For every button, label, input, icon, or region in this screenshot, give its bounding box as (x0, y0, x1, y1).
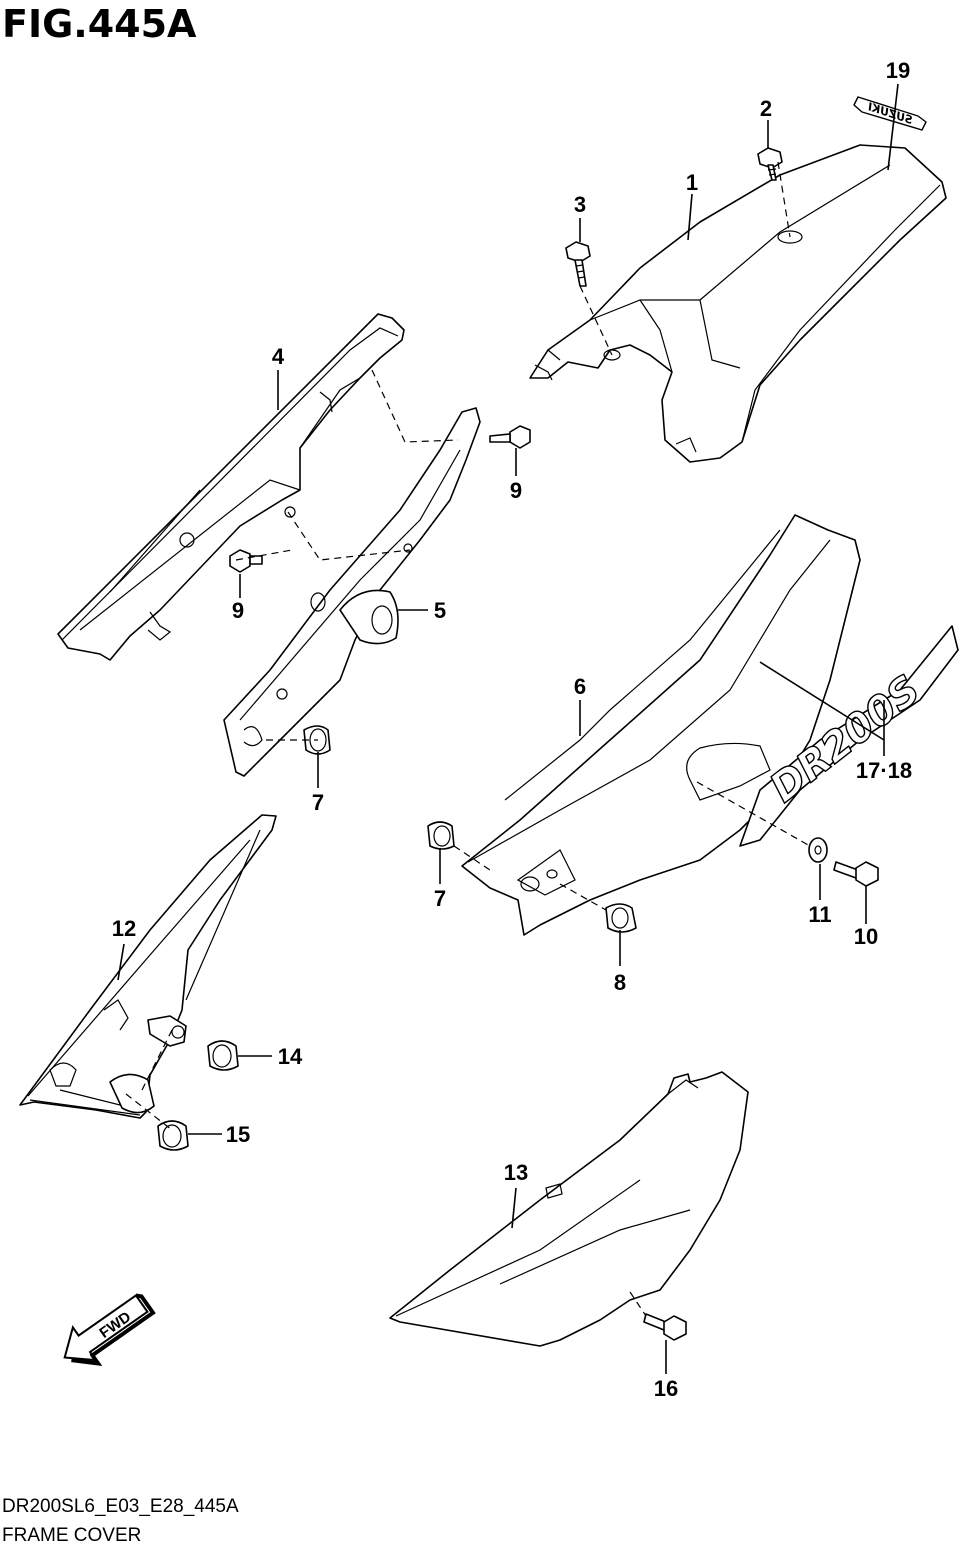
part-13-side-panel (389, 1071, 749, 1347)
part-8-grommet (605, 903, 637, 933)
callout-19: 19 (886, 58, 910, 83)
part-10-bolt (833, 861, 879, 887)
callout-14: 14 (278, 1044, 303, 1069)
part-6-side-cover (461, 514, 861, 936)
callout-8: 8 (614, 970, 626, 995)
figure-name: FRAME COVER (2, 1525, 142, 1546)
callout-9-left: 9 (232, 598, 244, 623)
callout-labels: 1 2 3 4 5 6 7 7 8 9 9 10 11 12 13 14 15 … (112, 58, 912, 1401)
callout-7-upper: 7 (312, 790, 324, 815)
callout-17-18: 17·18 (856, 758, 912, 783)
part-19-suzuki-emblem: SUZUKI (853, 96, 927, 131)
callout-10: 10 (854, 924, 878, 949)
callout-4: 4 (272, 344, 285, 369)
callout-5: 5 (434, 598, 446, 623)
callout-15: 15 (226, 1122, 250, 1147)
callout-11: 11 (808, 902, 831, 927)
figure-code: DR200SL6_E03_E28_445A (2, 1496, 239, 1517)
callout-13: 13 (504, 1160, 528, 1185)
suzuki-badge-text: SUZUKI (866, 100, 914, 127)
part-16-bolt (643, 1313, 687, 1341)
part-12-lower-cover (19, 814, 277, 1119)
part-1-rear-cover (529, 144, 947, 463)
part-9-screw-left (229, 549, 263, 573)
callout-9-right: 9 (510, 478, 522, 503)
part-11-washer (808, 837, 828, 863)
part-7-grommet-lower (427, 821, 455, 850)
callout-3: 3 (574, 192, 586, 217)
part-15-grommet (157, 1120, 189, 1151)
assembly-dashed-lines (125, 161, 811, 1317)
part-5-inner-bracket (223, 407, 481, 777)
callout-1: 1 (686, 170, 698, 195)
callout-7-lower: 7 (434, 886, 446, 911)
fwd-arrow-icon: FWD (63, 1293, 156, 1366)
part-14-grommet (207, 1040, 239, 1071)
callout-2: 2 (760, 96, 772, 121)
part-2-screw (757, 147, 783, 181)
leader-lines (117, 83, 899, 1374)
part-4-bracket (57, 313, 405, 661)
callout-6: 6 (574, 674, 586, 699)
part-9-screw-right (489, 425, 531, 449)
callout-16: 16 (654, 1376, 678, 1401)
part-3-screw (565, 241, 591, 287)
figure-title: FIG.445A (2, 2, 197, 46)
callout-12: 12 (112, 916, 136, 941)
